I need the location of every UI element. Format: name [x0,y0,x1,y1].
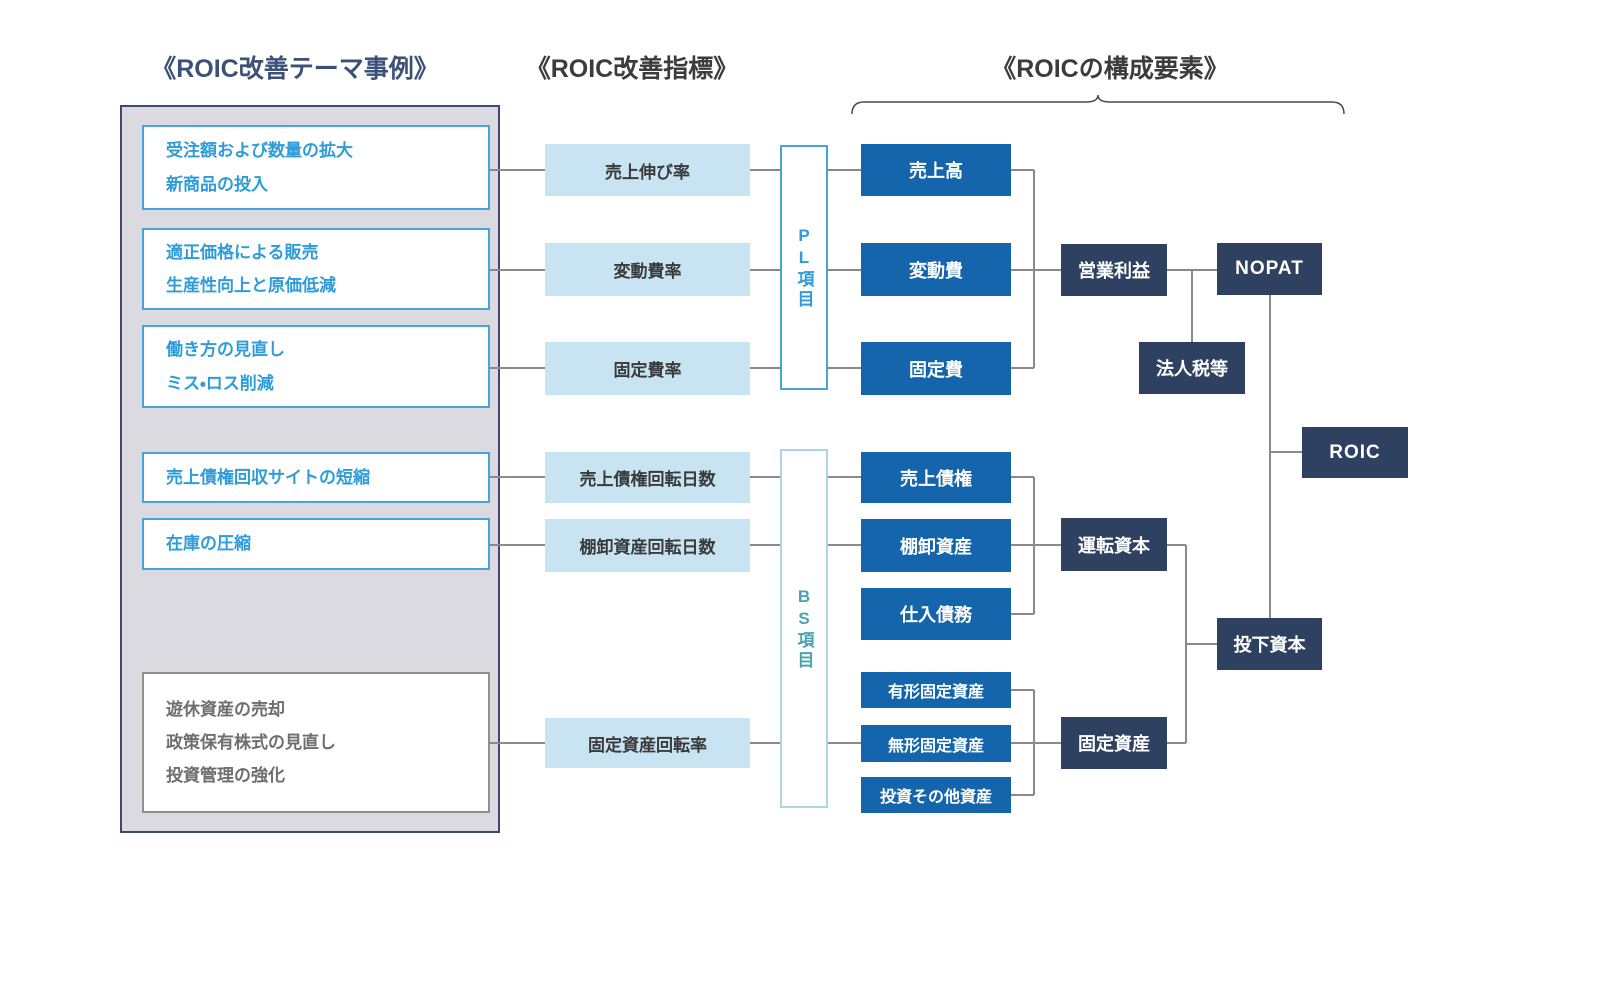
theme-line: 政策保有株式の見直し [166,732,336,752]
header-roic-components: 《ROICの構成要素》 [991,55,1229,83]
components-brace [851,94,1345,115]
theme-line: 生産性向上と原価低減 [166,276,336,295]
indicator-box-fixed-cost-ratio: 固定費率 [545,342,750,395]
aggregate-box-operating-profit: 営業利益 [1061,244,1167,296]
theme-box-order-expansion: 受注額および数量の拡大 新商品の投入 [142,125,490,210]
indicator-box-fixed-asset-turnover: 固定資産回転率 [545,718,750,768]
theme-line: 適正価格による販売 [166,242,319,262]
theme-line: 働き方の見直し [166,340,285,360]
component-box-payables: 仕入債務 [861,588,1011,640]
component-box-fixed-cost: 固定費 [861,342,1011,395]
aggregate-box-fixed-asset: 固定資産 [1061,717,1167,769]
aggregate-box-corporate-tax: 法人税等 [1139,342,1245,394]
header-improvement-indicators: 《ROIC改善指標》 [525,55,739,83]
component-box-sales: 売上高 [861,144,1011,196]
component-box-tangible-fixed-assets: 有形固定資産 [861,672,1011,708]
theme-box-workstyle-loss: 働き方の見直し ミス・ロス削減 [142,325,490,408]
theme-box-inventory-reduction: 在庫の圧縮 [142,518,490,570]
theme-box-asset-management: 遊休資産の売却 政策保有株式の見直し 投資管理の強化 [142,672,490,813]
component-box-investments-other-assets: 投資その他資産 [861,777,1011,813]
group-label-pl-items: PL項目 [780,145,828,390]
indicator-box-variable-cost-ratio: 変動費率 [545,243,750,296]
theme-line: 新商品の投入 [166,174,268,194]
group-label-bs-items: BS項目 [780,449,828,808]
theme-line: ミス・ロス削減 [166,373,274,393]
indicator-box-inventory-turnover-days: 棚卸資産回転日数 [545,519,750,572]
component-box-intangible-fixed-assets: 無形固定資産 [861,725,1011,762]
header-improvement-themes: 《ROIC改善テーマ事例》 [151,55,439,83]
theme-line: 遊休資産の売却 [166,699,285,719]
indicator-box-receivables-turnover-days: 売上債権回転日数 [545,452,750,503]
theme-line: 受注額および数量の拡大 [166,141,353,161]
theme-line: 投資管理の強化 [166,766,285,786]
theme-line: 売上債権回収サイトの短縮 [166,467,370,487]
aggregate-box-invested-capital: 投下資本 [1217,618,1322,670]
theme-box-receivables-cycle: 売上債権回収サイトの短縮 [142,452,490,503]
component-box-receivables: 売上債権 [861,452,1011,503]
aggregate-box-roic: ROIC [1302,427,1408,478]
component-box-variable-cost: 変動費 [861,243,1011,296]
component-box-inventory: 棚卸資産 [861,519,1011,572]
theme-box-pricing-productivity: 適正価格による販売 生産性向上と原価低減 [142,228,490,310]
aggregate-box-nopat: NOPAT [1217,243,1322,295]
theme-line: 在庫の圧縮 [166,534,251,554]
aggregate-box-working-capital: 運転資本 [1061,518,1167,571]
indicator-box-sales-growth: 売上伸び率 [545,144,750,196]
